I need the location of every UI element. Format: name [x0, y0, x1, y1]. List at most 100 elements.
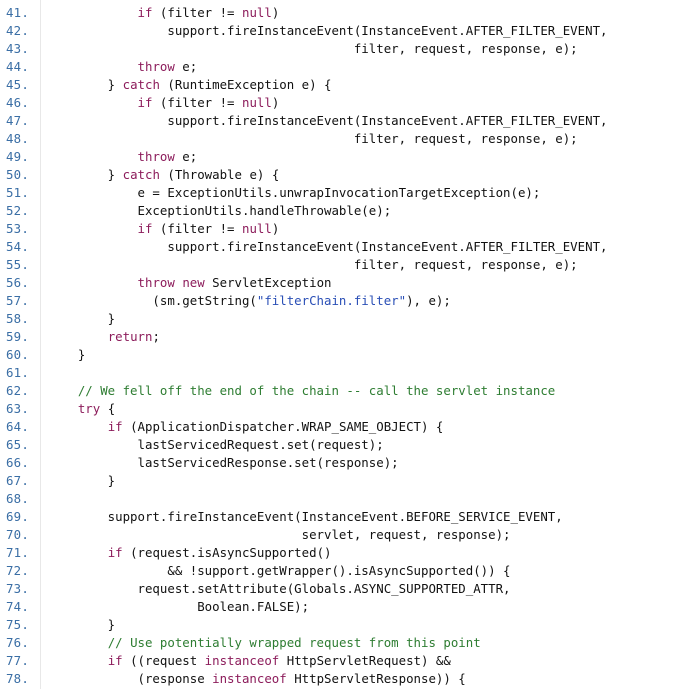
code-line: 50. } catch (Throwable e) { — [0, 166, 691, 184]
line-code: } — [38, 346, 691, 364]
line-code: lastServicedRequest.set(request); — [38, 436, 691, 454]
code-token: (Throwable e) { — [159, 167, 280, 182]
code-line: 53. if (filter != null) — [0, 220, 691, 238]
code-line: 78. (response instanceof HttpServletResp… — [0, 670, 691, 688]
line-number: 70. — [6, 527, 29, 542]
keyword-token: if — [107, 653, 123, 668]
line-number: 51. — [6, 185, 29, 200]
code-token — [48, 383, 78, 398]
string-token: "filterChain.filter" — [256, 293, 407, 308]
code-token — [48, 653, 108, 668]
keyword-token: if — [137, 95, 153, 110]
line-number: 52. — [6, 203, 29, 218]
line-code: support.fireInstanceEvent(InstanceEvent.… — [38, 508, 691, 526]
code-token — [48, 95, 138, 110]
code-token — [48, 59, 138, 74]
line-number: 48. — [6, 131, 29, 146]
line-code: } — [38, 616, 691, 634]
line-code: request.setAttribute(Globals.ASYNC_SUPPO… — [38, 580, 691, 598]
line-number: 44. — [6, 59, 29, 74]
comment-token: // We fell off the end of the chain -- c… — [77, 383, 556, 398]
code-token: ServletException — [204, 275, 332, 290]
code-token: support.fireInstanceEvent(InstanceEvent.… — [48, 113, 608, 128]
code-line: 54. support.fireInstanceEvent(InstanceEv… — [0, 238, 691, 256]
code-lines: 41. if (filter != null)42. support.fireI… — [0, 4, 691, 688]
code-token: support.fireInstanceEvent(InstanceEvent.… — [48, 23, 608, 38]
line-number: 56. — [6, 275, 29, 290]
code-line: 43. filter, request, response, e); — [0, 40, 691, 58]
code-token: e; — [174, 59, 198, 74]
code-token — [48, 149, 138, 164]
line-code: filter, request, response, e); — [38, 40, 691, 58]
code-line: 72. && !support.getWrapper().isAsyncSupp… — [0, 562, 691, 580]
line-number: 65. — [6, 437, 29, 452]
code-token: HttpServletRequest) && — [279, 653, 451, 668]
line-number: 69. — [6, 509, 29, 524]
code-line: 77. if ((request instanceof HttpServletR… — [0, 652, 691, 670]
line-code: servlet, request, response); — [38, 526, 691, 544]
line-code: if ((request instanceof HttpServletReque… — [38, 652, 691, 670]
line-code: support.fireInstanceEvent(InstanceEvent.… — [38, 238, 691, 256]
code-line: 70. servlet, request, response); — [0, 526, 691, 544]
line-number: 45. — [6, 77, 29, 92]
keyword-token: try — [77, 401, 101, 416]
line-code: support.fireInstanceEvent(InstanceEvent.… — [38, 22, 691, 40]
code-line: 73. request.setAttribute(Globals.ASYNC_S… — [0, 580, 691, 598]
keyword-token: catch — [122, 167, 160, 182]
code-token: && !support.getWrapper().isAsyncSupporte… — [48, 563, 511, 578]
code-line: 64. if (ApplicationDispatcher.WRAP_SAME_… — [0, 418, 691, 436]
code-token: HttpServletResponse)) { — [286, 671, 466, 686]
code-line: 61. — [0, 364, 691, 382]
line-code: if (filter != null) — [38, 4, 691, 22]
code-token: ((request — [122, 653, 205, 668]
keyword-token: null — [241, 95, 272, 110]
code-token: (response — [48, 671, 213, 686]
line-number: 46. — [6, 95, 29, 110]
line-number: 42. — [6, 23, 29, 38]
line-number: 57. — [6, 293, 29, 308]
line-number: 66. — [6, 455, 29, 470]
code-token: filter, request, response, e); — [48, 257, 578, 272]
line-code: throw e; — [38, 148, 691, 166]
code-token — [48, 329, 108, 344]
keyword-token: return — [107, 329, 153, 344]
comment-token: // Use potentially wrapped request from … — [107, 635, 481, 650]
code-token: ) — [271, 5, 280, 20]
line-code — [38, 490, 691, 508]
keyword-token: throw — [137, 59, 175, 74]
code-token: (filter != — [152, 5, 242, 20]
line-code: e = ExceptionUtils.unwrapInvocationTarge… — [38, 184, 691, 202]
code-line: 62. // We fell off the end of the chain … — [0, 382, 691, 400]
code-token: { — [100, 401, 116, 416]
line-code: return; — [38, 328, 691, 346]
code-token — [48, 401, 78, 416]
line-number: 49. — [6, 149, 29, 164]
code-line: 56. throw new ServletException — [0, 274, 691, 292]
code-token: ) — [271, 95, 280, 110]
line-code: } — [38, 472, 691, 490]
keyword-token: null — [241, 5, 272, 20]
code-token — [48, 221, 138, 236]
line-code: filter, request, response, e); — [38, 130, 691, 148]
code-line: 51. e = ExceptionUtils.unwrapInvocationT… — [0, 184, 691, 202]
code-token: } — [48, 617, 116, 632]
gutter-divider — [40, 0, 41, 689]
line-number: 74. — [6, 599, 29, 614]
line-number: 71. — [6, 545, 29, 560]
code-token: (RuntimeException e) { — [159, 77, 332, 92]
code-line: 52. ExceptionUtils.handleThrowable(e); — [0, 202, 691, 220]
code-line: 65. lastServicedRequest.set(request); — [0, 436, 691, 454]
line-code: } catch (RuntimeException e) { — [38, 76, 691, 94]
keyword-token: catch — [122, 77, 160, 92]
code-token: lastServicedResponse.set(response); — [48, 455, 399, 470]
code-line: 59. return; — [0, 328, 691, 346]
code-line: 46. if (filter != null) — [0, 94, 691, 112]
code-line: 76. // Use potentially wrapped request f… — [0, 634, 691, 652]
code-token: } — [48, 311, 116, 326]
code-token: (ApplicationDispatcher.WRAP_SAME_OBJECT)… — [122, 419, 444, 434]
code-token: filter, request, response, e); — [48, 41, 578, 56]
keyword-token: if — [137, 5, 153, 20]
keyword-token: instanceof — [212, 671, 287, 686]
line-number: 68. — [6, 491, 29, 506]
